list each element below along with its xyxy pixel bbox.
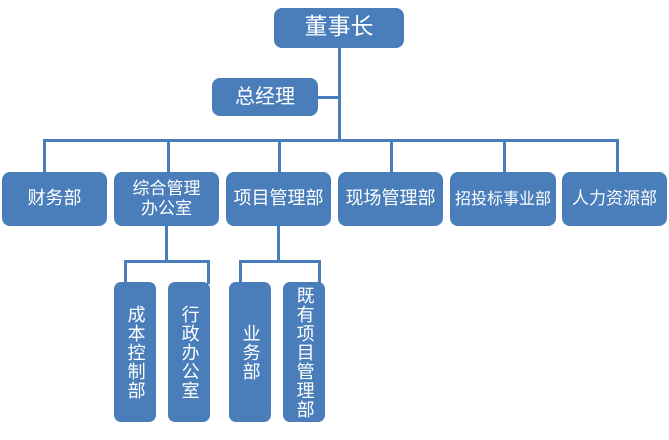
node-department-comprehensive-management-office-label: 综合管理 办公室 — [132, 178, 201, 219]
node-department-finance[interactable]: 财务部 — [2, 172, 107, 226]
connector-drop-comprehensive-management-office — [165, 226, 168, 262]
node-subdepartment-existing-project-management-label: 既有项目管理部 — [293, 285, 315, 419]
node-subdepartment-business[interactable]: 业务部 — [229, 282, 271, 422]
node-chairman-label: 董事长 — [304, 14, 374, 41]
node-subdepartment-business-label: 业务部 — [239, 323, 261, 381]
connector-drop-department-3 — [278, 139, 281, 173]
connector-bus-comprehensive-management-office — [124, 260, 210, 263]
node-department-project-management-label: 项目管理部 — [233, 188, 324, 210]
node-subdepartment-existing-project-management[interactable]: 既有项目管理部 — [283, 282, 325, 422]
node-department-finance-label: 财务部 — [27, 188, 82, 210]
connector-department-bus — [43, 139, 618, 142]
node-department-site-management-label: 现场管理部 — [345, 188, 436, 210]
node-subdepartment-administrative-office[interactable]: 行政办公室 — [168, 282, 210, 422]
connector-bus-project-management — [239, 260, 321, 263]
node-department-bidding-division-label: 招投标事业部 — [454, 188, 551, 208]
node-subdepartment-administrative-office-label: 行政办公室 — [178, 304, 200, 400]
connector-general-manager-elbow — [317, 96, 341, 99]
connector-drop-cost-control — [124, 260, 127, 284]
connector-drop-business-department — [239, 260, 242, 284]
node-department-human-resources-label: 人力资源部 — [572, 188, 657, 209]
node-general-manager-label: 总经理 — [235, 84, 295, 109]
connector-drop-project-management — [277, 226, 280, 262]
node-department-human-resources[interactable]: 人力资源部 — [562, 172, 667, 226]
node-chairman[interactable]: 董事长 — [274, 8, 404, 48]
node-department-comprehensive-management-office[interactable]: 综合管理 办公室 — [114, 172, 219, 226]
connector-drop-department-5 — [503, 139, 506, 173]
connector-chairman-spine — [338, 47, 341, 141]
node-department-site-management[interactable]: 现场管理部 — [338, 172, 443, 226]
node-department-project-management[interactable]: 项目管理部 — [226, 172, 331, 226]
node-subdepartment-cost-control-label: 成本控制部 — [124, 304, 146, 400]
connector-drop-existing-project-management — [318, 260, 321, 284]
connector-drop-department-2 — [167, 139, 170, 173]
connector-drop-department-6 — [616, 139, 619, 173]
node-subdepartment-cost-control[interactable]: 成本控制部 — [114, 282, 156, 422]
connector-drop-administrative-office — [207, 260, 210, 284]
node-general-manager[interactable]: 总经理 — [212, 78, 318, 116]
connector-drop-department-1 — [43, 139, 46, 173]
connector-drop-department-4 — [390, 139, 393, 173]
node-department-bidding-division[interactable]: 招投标事业部 — [450, 172, 556, 226]
